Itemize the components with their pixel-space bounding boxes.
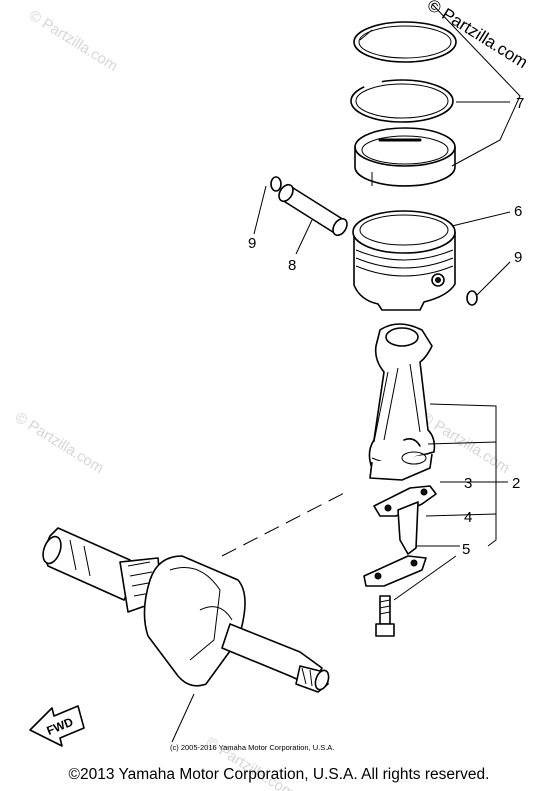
piston-pin-clip-left xyxy=(270,176,282,192)
forward-direction-arrow: FWD xyxy=(29,705,85,747)
callout-9-right: 9 xyxy=(514,249,522,266)
crankshaft xyxy=(42,527,330,693)
lock-plate xyxy=(397,501,419,555)
leader-lines xyxy=(171,3,521,743)
piston-pin xyxy=(278,183,348,237)
diagram-copyright: (c) 2005-2016 Yamaha Motor Corporation, … xyxy=(170,743,334,752)
footer-copyright: ©2013 Yamaha Motor Corporation, U.S.A. A… xyxy=(68,766,490,783)
connecting-rod xyxy=(368,323,436,481)
watermark: © Partzilla.com xyxy=(424,0,531,72)
callout-6: 6 xyxy=(514,203,522,220)
callout-5: 5 xyxy=(462,541,470,558)
callout-3: 3 xyxy=(464,475,472,492)
connecting-rod-bolt xyxy=(375,595,395,637)
callout-4: 4 xyxy=(464,509,472,526)
oil-ring xyxy=(354,127,456,187)
piston-pin-clip-right xyxy=(466,290,478,306)
lock-washer-plate xyxy=(363,555,427,587)
watermark: © Partzilla.com xyxy=(12,409,107,477)
piston-ring-top xyxy=(353,21,457,63)
bearing-plate xyxy=(373,485,437,517)
callout-9-left: 9 xyxy=(248,235,256,252)
callout-7: 7 xyxy=(516,95,524,112)
callout-8: 8 xyxy=(288,257,296,274)
piston xyxy=(352,210,456,311)
piston-ring-second xyxy=(350,79,454,123)
watermark: © Partzilla.com xyxy=(26,7,121,75)
callout-2: 2 xyxy=(512,475,520,492)
